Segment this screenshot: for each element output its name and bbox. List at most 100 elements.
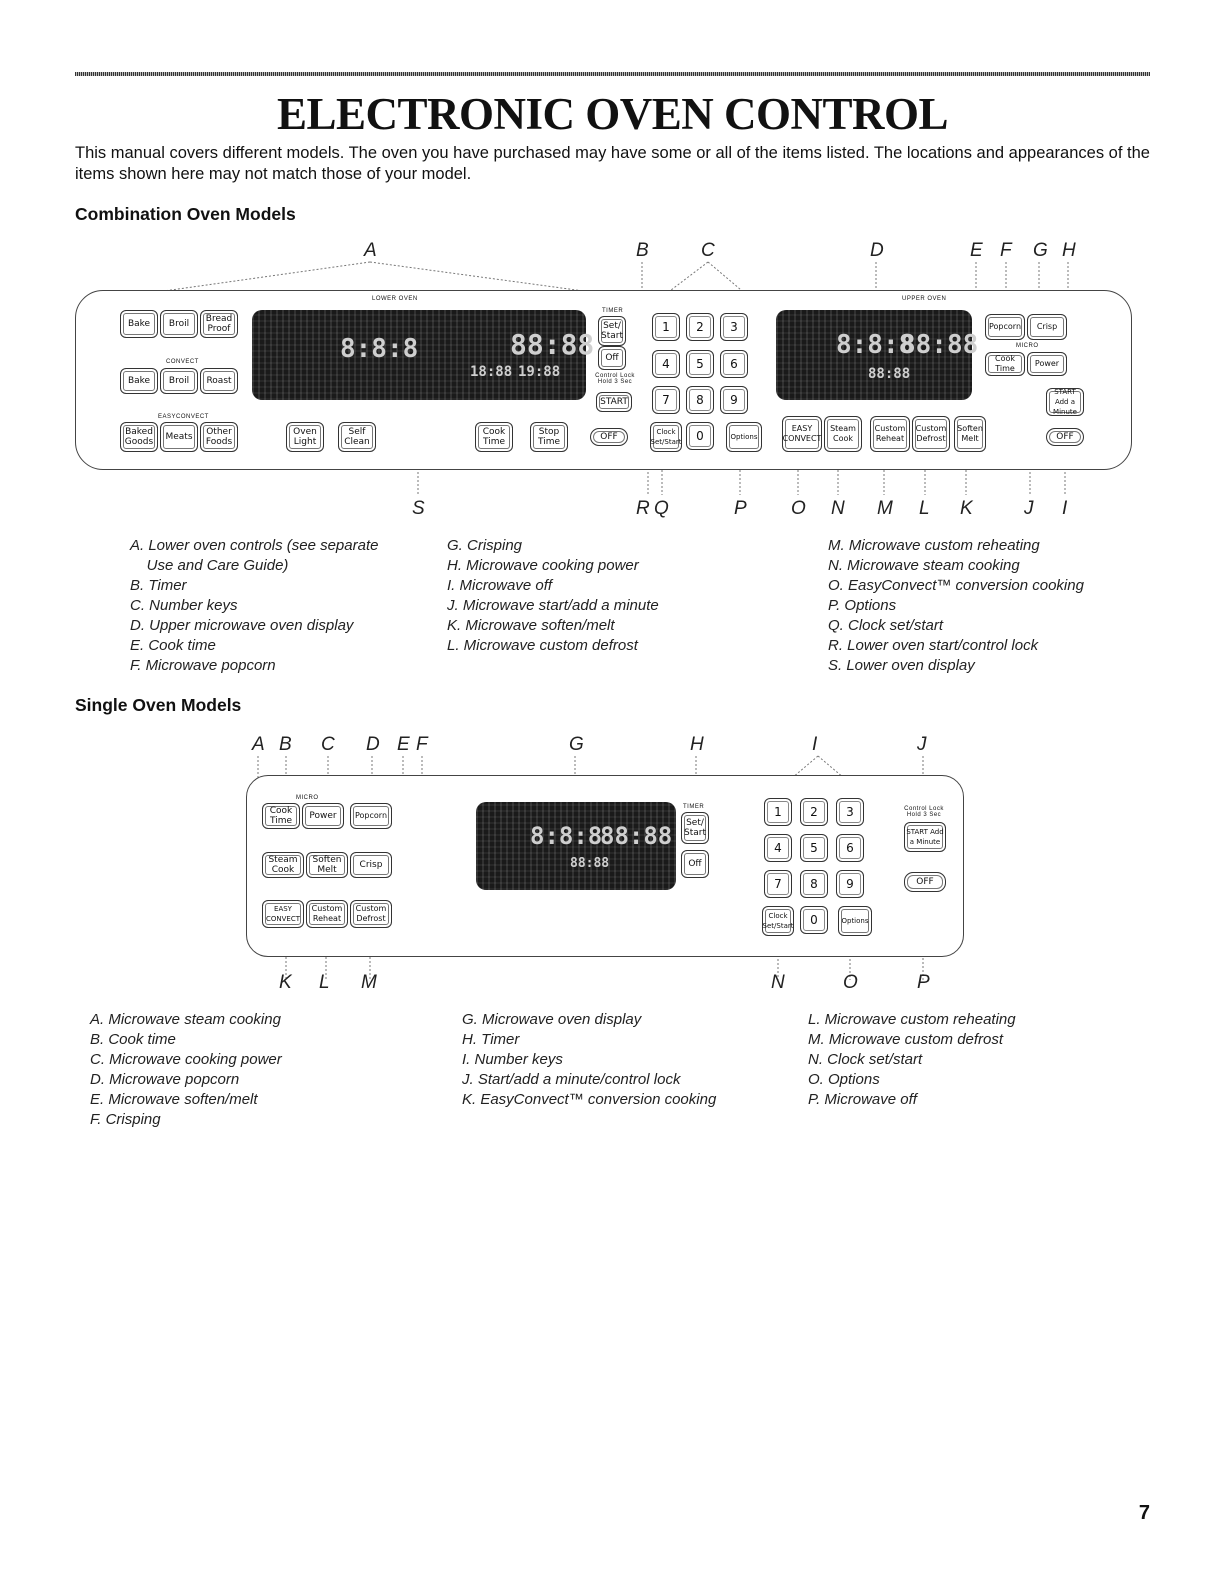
combo-callout-p: P — [734, 498, 747, 519]
upper-display-digits-3: 88:88 — [868, 366, 911, 382]
number-key-4[interactable]: 4 — [652, 350, 680, 378]
single-number-key-0[interactable]: 0 — [800, 906, 828, 934]
oven-light-button[interactable]: Oven Light — [286, 422, 324, 452]
custom-reheat-button[interactable]: Custom Reheat — [870, 416, 910, 452]
number-key-5[interactable]: 5 — [686, 350, 714, 378]
lower-off-button[interactable]: OFF — [590, 428, 628, 446]
combo-callout-m: M — [877, 498, 893, 519]
single-control-lock-label: Control Lock Hold 3 Sec — [904, 806, 944, 818]
number-key-0[interactable]: 0 — [686, 422, 714, 450]
number-key-2[interactable]: 2 — [686, 313, 714, 341]
bake-button[interactable]: Bake — [120, 310, 158, 338]
legend-item: P. Options — [828, 597, 897, 614]
single-custom-defrost-button[interactable]: Custom Defrost — [350, 900, 392, 928]
baked-goods-button[interactable]: Baked Goods — [120, 422, 158, 452]
single-number-key-6[interactable]: 6 — [836, 834, 864, 862]
legend-item: D. Upper microwave oven display — [130, 617, 354, 634]
single-cook-time-button[interactable]: Cook Time — [262, 803, 300, 829]
number-key-3[interactable]: 3 — [720, 313, 748, 341]
single-power-button[interactable]: Power — [302, 803, 344, 829]
single-options-button[interactable]: Options — [838, 906, 872, 936]
single-callout-b: B — [279, 734, 292, 755]
number-key-9[interactable]: 9 — [720, 386, 748, 414]
clock-set-start-button[interactable]: Clock Set/Start — [650, 422, 682, 452]
legend-item: C. Number keys — [130, 597, 238, 614]
single-heading: Single Oven Models — [75, 695, 242, 715]
single-timer-label: TIMER — [683, 804, 705, 810]
number-key-1[interactable]: 1 — [652, 313, 680, 341]
micro-cook-time-button[interactable]: Cook Time — [985, 352, 1025, 376]
intro-paragraph: This manual covers different models. The… — [75, 144, 1150, 183]
convect-bake-button[interactable]: Bake — [120, 368, 158, 394]
self-clean-button[interactable]: Self Clean — [338, 422, 376, 452]
legend-item: R. Lower oven start/control lock — [828, 637, 1039, 654]
other-foods-button[interactable]: Other Foods — [200, 422, 238, 452]
legend-item: J. Start/add a minute/control lock — [462, 1071, 681, 1088]
combo-callout-c: C — [701, 240, 715, 261]
convect-label: CONVECT — [166, 359, 199, 365]
single-off-button[interactable]: OFF — [904, 872, 946, 892]
options-button[interactable]: Options — [726, 422, 762, 452]
meats-button[interactable]: Meats — [160, 422, 198, 452]
single-callout-k: K — [279, 972, 292, 993]
legend-item: I. Number keys — [462, 1051, 563, 1068]
single-timer-off-button[interactable]: Off — [681, 850, 709, 878]
power-button[interactable]: Power — [1027, 352, 1067, 376]
single-display-digits-2: 88:88 — [600, 822, 673, 850]
single-micro-label: MICRO — [296, 795, 319, 801]
legend-item: Use and Care Guide) — [130, 557, 289, 574]
number-key-8[interactable]: 8 — [686, 386, 714, 414]
soften-melt-button[interactable]: Soften Melt — [954, 416, 986, 452]
convect-roast-button[interactable]: Roast — [200, 368, 238, 394]
single-popcorn-button[interactable]: Popcorn — [350, 803, 392, 829]
single-number-key-7[interactable]: 7 — [764, 870, 792, 898]
single-number-key-2[interactable]: 2 — [800, 798, 828, 826]
stop-time-button[interactable]: Stop Time — [530, 422, 568, 452]
single-clock-set-start-button[interactable]: Clock Set/Start — [762, 906, 794, 936]
number-key-7[interactable]: 7 — [652, 386, 680, 414]
single-callout-p: P — [917, 972, 930, 993]
single-callout-n: N — [771, 972, 785, 993]
single-number-key-9[interactable]: 9 — [836, 870, 864, 898]
easy-convect-button[interactable]: EASY CONVECT — [782, 416, 822, 452]
single-number-key-5[interactable]: 5 — [800, 834, 828, 862]
lower-display-digits-2: 88:88 — [510, 328, 595, 361]
legend-item: L. Microwave custom defrost — [447, 637, 638, 654]
micro-off-button[interactable]: OFF — [1046, 428, 1084, 446]
single-easy-convect-button[interactable]: EASY CONVECT — [262, 900, 304, 928]
timer-off-button[interactable]: Off — [598, 346, 626, 370]
custom-defrost-button[interactable]: Custom Defrost — [912, 416, 950, 452]
convect-broil-button[interactable]: Broil — [160, 368, 198, 394]
bread-proof-button[interactable]: Bread Proof — [200, 310, 238, 338]
combo-callout-h: H — [1062, 240, 1076, 261]
micro-start-add-minute-button[interactable]: START Add a Minute — [1046, 388, 1084, 416]
single-number-key-4[interactable]: 4 — [764, 834, 792, 862]
lower-start-button[interactable]: START — [596, 392, 632, 412]
single-callout-o: O — [843, 972, 858, 993]
single-crisp-button[interactable]: Crisp — [350, 852, 392, 878]
crisp-button[interactable]: Crisp — [1027, 314, 1067, 340]
single-start-add-minute-button[interactable]: START Add a Minute — [904, 822, 946, 852]
timer-label: TIMER — [602, 308, 624, 314]
number-key-6[interactable]: 6 — [720, 350, 748, 378]
combo-legend-col-3: M. Microwave custom reheating N. Microwa… — [828, 536, 1084, 676]
popcorn-button[interactable]: Popcorn — [985, 314, 1025, 340]
single-soften-melt-button[interactable]: Soften Melt — [306, 852, 348, 878]
legend-item: K. EasyConvect™ conversion cooking — [462, 1091, 717, 1108]
combo-callout-i: I — [1062, 498, 1068, 519]
upper-microwave-display — [776, 310, 972, 400]
single-custom-reheat-button[interactable]: Custom Reheat — [306, 900, 348, 928]
timer-set-start-button[interactable]: Set/ Start — [598, 316, 626, 346]
combo-callout-q: Q — [654, 498, 669, 519]
single-legend-col-1: A. Microwave steam cooking B. Cook time … — [90, 1010, 282, 1130]
single-number-key-8[interactable]: 8 — [800, 870, 828, 898]
single-number-key-1[interactable]: 1 — [764, 798, 792, 826]
single-steam-cook-button[interactable]: Steam Cook — [262, 852, 304, 878]
broil-button[interactable]: Broil — [160, 310, 198, 338]
page-number: 7 — [1138, 1502, 1150, 1524]
combo-callout-l: L — [919, 498, 930, 519]
single-timer-set-start-button[interactable]: Set/ Start — [681, 812, 709, 844]
steam-cook-button[interactable]: Steam Cook — [824, 416, 862, 452]
cook-time-button[interactable]: Cook Time — [475, 422, 513, 452]
single-number-key-3[interactable]: 3 — [836, 798, 864, 826]
